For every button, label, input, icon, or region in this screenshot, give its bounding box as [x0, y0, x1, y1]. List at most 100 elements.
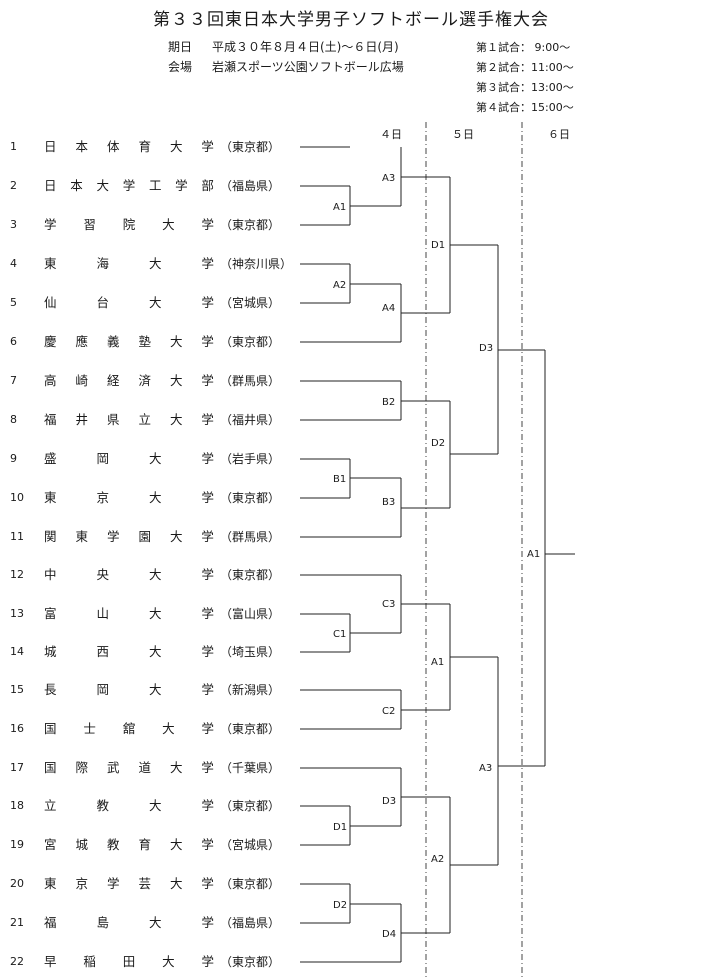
match-label: A1 [527, 549, 540, 560]
match-label: B3 [382, 497, 395, 508]
schedule-game-3: 第３試合：13:00～ [476, 81, 574, 94]
schedule-game-4: 第４試合：15:00～ [476, 101, 574, 114]
team-name: 城西大学 [44, 644, 214, 659]
team-name: 中央大学 [44, 567, 214, 582]
day-label-6: ６日 [548, 128, 570, 141]
team-seed-number: 18 [10, 799, 24, 812]
match-label: D2 [333, 900, 347, 911]
tournament-venue: 会場岩瀬スポーツ公園ソフトボール広場 [168, 58, 404, 75]
team-seed-number: 5 [10, 296, 17, 309]
team-prefecture: （宮城県） [220, 838, 281, 852]
team-row: 18 立教大学 （東京都） [0, 796, 300, 816]
bracket-s-d3 [497, 245, 545, 454]
team-prefecture: （東京都） [220, 491, 281, 505]
team-name: 富山大学 [44, 606, 214, 621]
team-row: 12 中央大学 （東京都） [0, 565, 300, 585]
bracket-q-a2 [449, 797, 498, 933]
team-name: 東京学芸大学 [44, 876, 214, 891]
team-prefecture: （新潟県） [220, 683, 281, 697]
team-name: 日本大学工学部 [44, 178, 214, 193]
team-name: 立教大学 [44, 798, 214, 813]
bracket-m-b2 [400, 381, 450, 420]
team-name: 国士舘大学 [44, 721, 214, 736]
bracket-m-b3 [400, 478, 450, 537]
team-seed-number: 15 [10, 683, 24, 696]
team-seed-number: 6 [10, 335, 17, 348]
bracket-m-a4 [400, 284, 450, 342]
match-label: A4 [382, 303, 395, 314]
team-prefecture: （東京都） [220, 877, 281, 891]
match-label: D1 [431, 240, 445, 251]
team-prefecture: （東京都） [220, 568, 281, 582]
team-name: 高崎経済大学 [44, 373, 214, 388]
bracket-s-a3 [497, 657, 545, 865]
bracket-m-a2 [349, 264, 401, 303]
team-prefecture: （東京都） [220, 335, 281, 349]
team-prefecture: （福井県） [220, 413, 281, 427]
bracket-m-b1 [349, 459, 401, 498]
bracket-m-c1 [349, 614, 401, 652]
team-seed-number: 2 [10, 179, 17, 192]
day-label-4: ４日 [380, 128, 402, 141]
venue-label: 会場 [168, 60, 193, 74]
bracket-m-d1 [349, 806, 401, 845]
team-prefecture: （千葉県） [220, 761, 281, 775]
team-row: 4 東海大学 （神奈川県） [0, 254, 300, 274]
team-seed-number: 22 [10, 955, 24, 968]
bracket-q-a1 [449, 604, 498, 710]
team-prefecture: （富山県） [220, 607, 281, 621]
team-name: 東海大学 [44, 256, 214, 271]
team-seed-number: 4 [10, 257, 17, 270]
match-label: A1 [333, 202, 346, 213]
match-label: C3 [382, 599, 395, 610]
period-label: 期日 [168, 40, 193, 54]
schedule-game-2: 第２試合：11:00～ [476, 61, 574, 74]
team-name: 東京大学 [44, 490, 214, 505]
team-prefecture: （福島県） [220, 916, 281, 930]
team-seed-number: 19 [10, 838, 24, 851]
match-label: A1 [431, 657, 444, 668]
team-seed-number: 8 [10, 413, 17, 426]
team-name: 関東学園大学 [44, 529, 214, 544]
team-seed-number: 3 [10, 218, 17, 231]
team-seed-number: 7 [10, 374, 17, 387]
match-label: B1 [333, 474, 346, 485]
team-prefecture: （東京都） [220, 218, 281, 232]
match-label: D3 [479, 343, 493, 354]
team-seed-number: 12 [10, 568, 24, 581]
team-name: 福島大学 [44, 915, 214, 930]
team-row: 7 高崎経済大学 （群馬県） [0, 371, 300, 391]
schedule-game-1: 第１試合： 9:00～ [476, 41, 571, 54]
match-label: D3 [382, 796, 396, 807]
bracket-m-d2 [349, 884, 401, 923]
bracket-q-d2 [449, 401, 498, 508]
team-prefecture: （岩手県） [220, 452, 281, 466]
match-label: A3 [382, 173, 395, 184]
team-prefecture: （東京都） [220, 799, 281, 813]
team-prefecture: （神奈川県） [220, 257, 293, 271]
team-row: 19 宮城教育大学 （宮城県） [0, 835, 300, 855]
team-prefecture: （東京都） [220, 722, 281, 736]
match-label: C1 [333, 629, 346, 640]
bracket-m-d3 [400, 768, 450, 826]
bracket-m-c3 [400, 575, 450, 633]
match-label: A3 [479, 763, 492, 774]
bracket-f-a1 [544, 350, 575, 766]
team-name: 宮城教育大学 [44, 837, 214, 852]
team-prefecture: （東京都） [220, 955, 281, 969]
team-prefecture: （群馬県） [220, 374, 281, 388]
